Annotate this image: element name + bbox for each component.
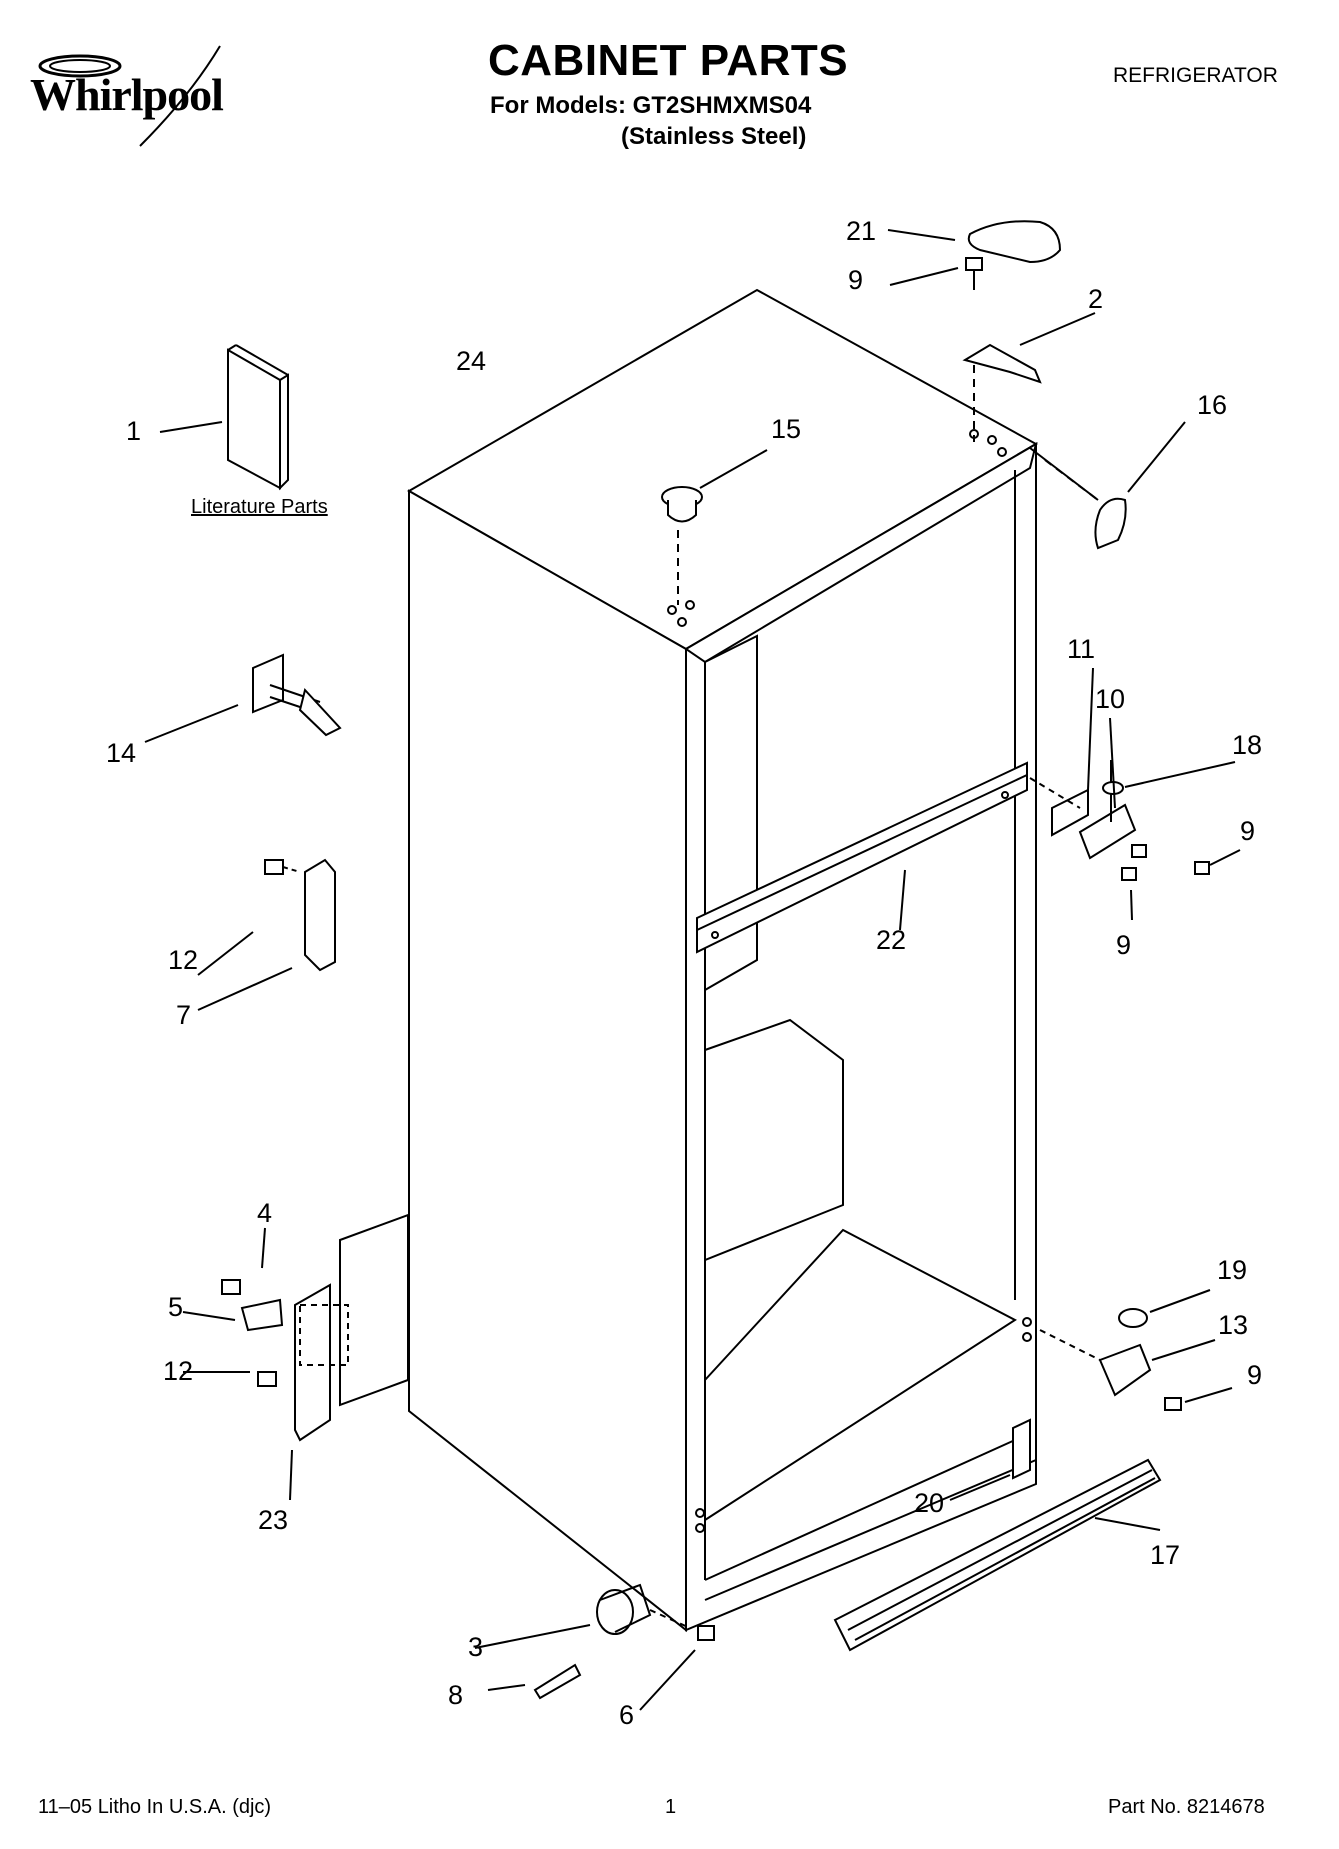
footer-page-number: 1 xyxy=(665,1796,677,1818)
hinge-cover-part-16 xyxy=(1029,421,1186,550)
logo-swoosh-icon xyxy=(38,45,221,147)
door-stop-part-14 xyxy=(144,653,342,743)
callout-9-middle-right: 9 xyxy=(1240,816,1256,846)
cabinet-body xyxy=(406,288,1039,1633)
callout-18: 18 xyxy=(1232,730,1263,760)
product-category: REFRIGERATOR xyxy=(1113,64,1278,87)
callout-6: 6 xyxy=(619,1700,635,1730)
top-hinge-cover-part-21 xyxy=(887,220,1062,264)
callout-8: 8 xyxy=(448,1680,464,1710)
callout-7: 7 xyxy=(176,1000,192,1030)
bottom-right-hinge-part-13 xyxy=(1039,1289,1233,1411)
literature-parts-label: Literature Parts xyxy=(191,496,328,518)
callout-1: 1 xyxy=(126,416,142,446)
callout-2: 2 xyxy=(1088,284,1104,314)
callout-15: 15 xyxy=(771,414,802,444)
callout-20: 20 xyxy=(914,1488,945,1518)
callout-16: 16 xyxy=(1197,390,1228,420)
callout-9-top: 9 xyxy=(848,265,864,295)
model-variant: (Stainless Steel) xyxy=(621,123,807,150)
callout-11: 11 xyxy=(1067,634,1096,664)
plug-button-part-15 xyxy=(661,449,768,605)
callout-9-bottom: 9 xyxy=(1247,1360,1263,1390)
callout-23: 23 xyxy=(258,1505,289,1535)
grille-part-17 xyxy=(833,1418,1162,1652)
callout-12-lower: 12 xyxy=(163,1356,194,1386)
callout-13: 13 xyxy=(1218,1310,1249,1340)
bracket-part-7 xyxy=(197,858,336,1011)
footer-print-info: 11–05 Litho In U.S.A. (djc) xyxy=(38,1796,272,1818)
callout-3: 3 xyxy=(468,1632,484,1662)
callout-12-upper: 12 xyxy=(168,945,199,975)
center-hinge-parts-10-11 xyxy=(1029,667,1241,921)
callout-9-middle-bottom: 9 xyxy=(1116,930,1132,960)
callout-4: 4 xyxy=(257,1198,273,1228)
callout-17: 17 xyxy=(1150,1540,1181,1570)
literature-parts-part-1 xyxy=(159,344,289,491)
callout-19: 19 xyxy=(1217,1255,1248,1285)
roller-part-3 xyxy=(474,1583,715,1711)
callout-10: 10 xyxy=(1095,684,1126,714)
top-hinge-part-2 xyxy=(889,257,1096,442)
callout-24: 24 xyxy=(456,346,487,376)
callout-22: 22 xyxy=(876,925,907,955)
callout-14: 14 xyxy=(106,738,137,768)
callout-5: 5 xyxy=(168,1292,184,1322)
bottom-left-hinge-part-23 xyxy=(182,1213,409,1501)
footer-part-number: Part No. 8214678 xyxy=(1108,1796,1265,1818)
models-line: For Models: GT2SHMXMS04 xyxy=(490,92,812,119)
page-title: CABINET PARTS xyxy=(488,36,849,85)
divider-rail-part-22 xyxy=(696,761,1028,954)
callout-21: 21 xyxy=(846,216,877,246)
brand-name: Whirlpool xyxy=(30,69,224,120)
